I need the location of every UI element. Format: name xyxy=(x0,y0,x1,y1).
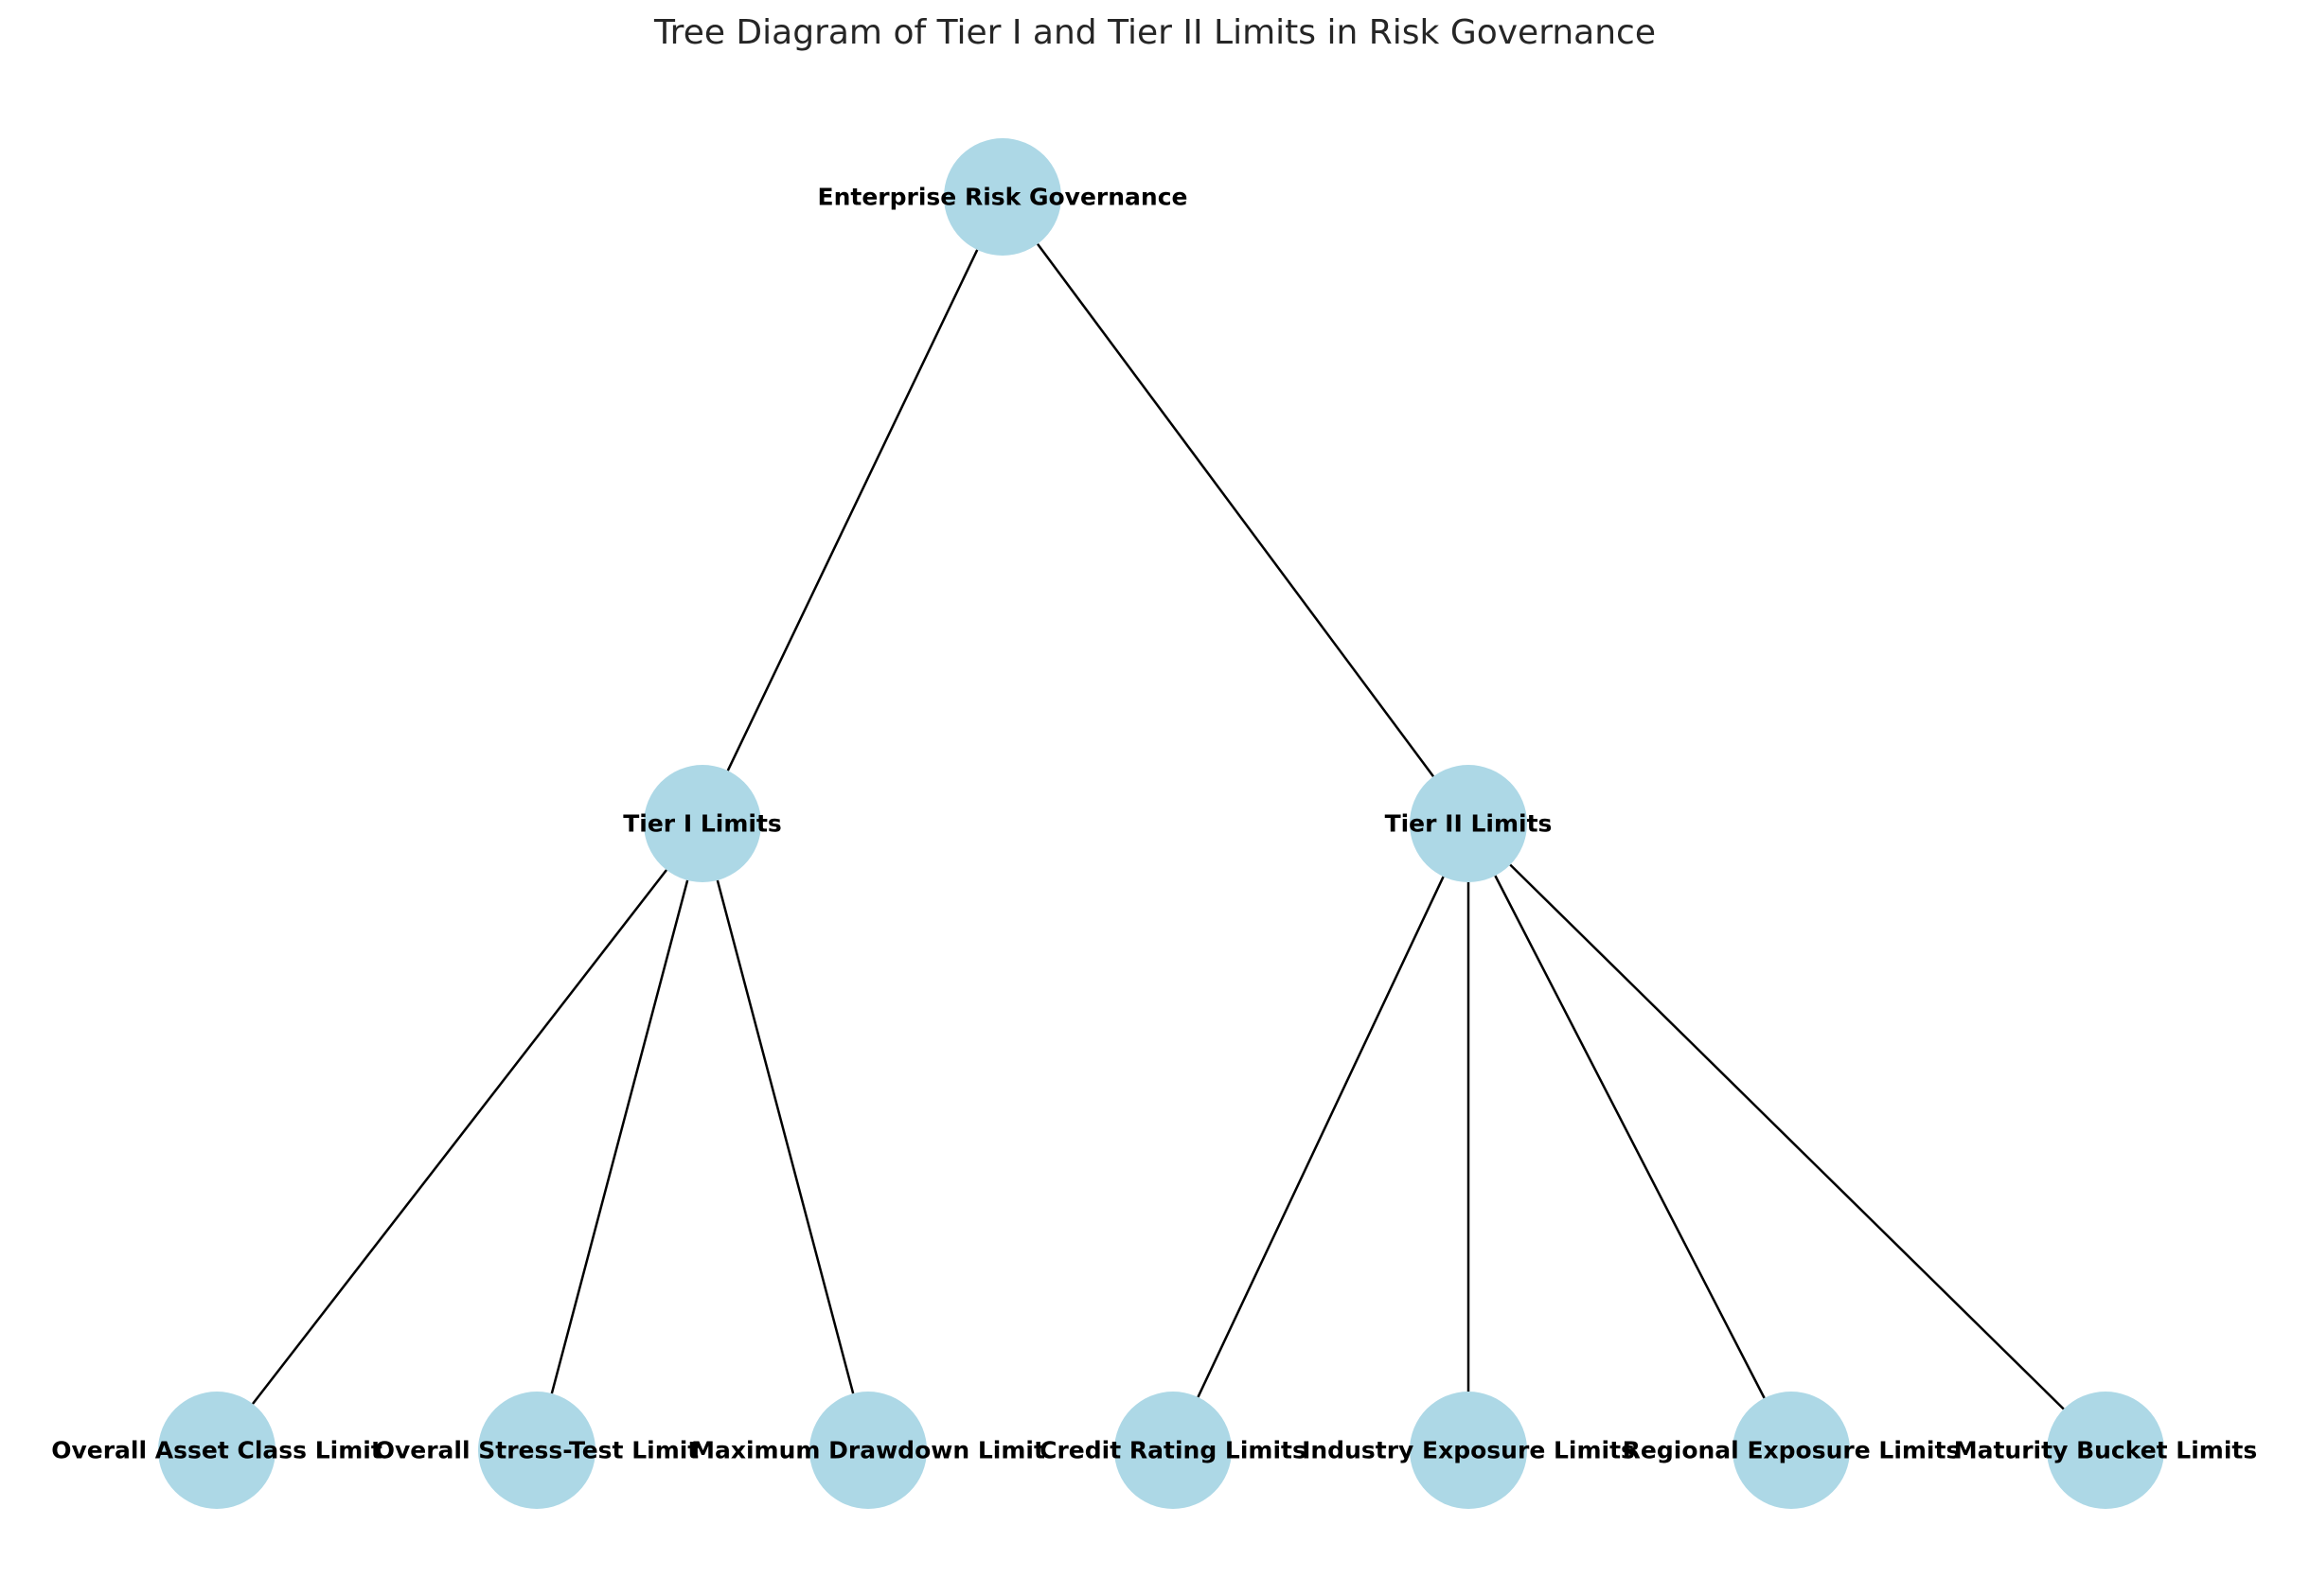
edge-tier-i-limits-to-overall-stress-test-limit xyxy=(550,879,689,1394)
edge-enterprise-risk-governance-to-tier-ii-limits xyxy=(1036,243,1435,777)
edge-enterprise-risk-governance-to-tier-i-limits xyxy=(726,249,979,771)
node-enterprise-risk-governance xyxy=(944,138,1061,256)
node-regional-exposure-limits xyxy=(1732,1392,1850,1509)
edge-tier-ii-limits-to-credit-rating-limits xyxy=(1197,876,1445,1398)
node-label-overall-asset-class-limit: Overall Asset Class Limit xyxy=(51,1437,382,1464)
node-label-enterprise-risk-governance: Enterprise Risk Governance xyxy=(818,184,1188,211)
node-label-regional-exposure-limits: Regional Exposure Limits xyxy=(1623,1437,1961,1464)
node-overall-stress-test-limit xyxy=(478,1392,595,1509)
node-industry-exposure-limits xyxy=(1410,1392,1527,1509)
node-label-tier-i-limits: Tier I Limits xyxy=(623,810,782,838)
node-tier-i-limits xyxy=(644,765,761,882)
node-label-industry-exposure-limits: Industry Exposure Limits xyxy=(1302,1437,1635,1464)
diagram-title: Tree Diagram of Tier I and Tier II Limit… xyxy=(653,13,1656,52)
edge-tier-i-limits-to-overall-asset-class-limit xyxy=(251,869,668,1405)
edges-layer xyxy=(251,243,2065,1410)
node-label-tier-ii-limits: Tier II Limits xyxy=(1385,810,1553,838)
node-label-overall-stress-test-limit: Overall Stress-Test Limit xyxy=(375,1437,700,1464)
node-label-maximum-drawdown-limit: Maximum Drawdown Limit xyxy=(691,1437,1045,1464)
node-label-credit-rating-limits: Credit Rating Limits xyxy=(1040,1437,1306,1464)
edge-tier-ii-limits-to-regional-exposure-limits xyxy=(1494,875,1766,1399)
node-maximum-drawdown-limit xyxy=(809,1392,927,1509)
nodes-layer xyxy=(158,138,2164,1509)
node-label-maturity-bucket-limits: Maturity Bucket Limits xyxy=(1954,1437,2258,1464)
node-maturity-bucket-limits xyxy=(2047,1392,2164,1509)
edge-tier-ii-limits-to-maturity-bucket-limits xyxy=(1509,863,2065,1410)
node-overall-asset-class-limit xyxy=(158,1392,275,1509)
node-tier-ii-limits xyxy=(1410,765,1527,882)
edge-tier-i-limits-to-maximum-drawdown-limit xyxy=(716,879,855,1394)
node-credit-rating-limits xyxy=(1114,1392,1232,1509)
